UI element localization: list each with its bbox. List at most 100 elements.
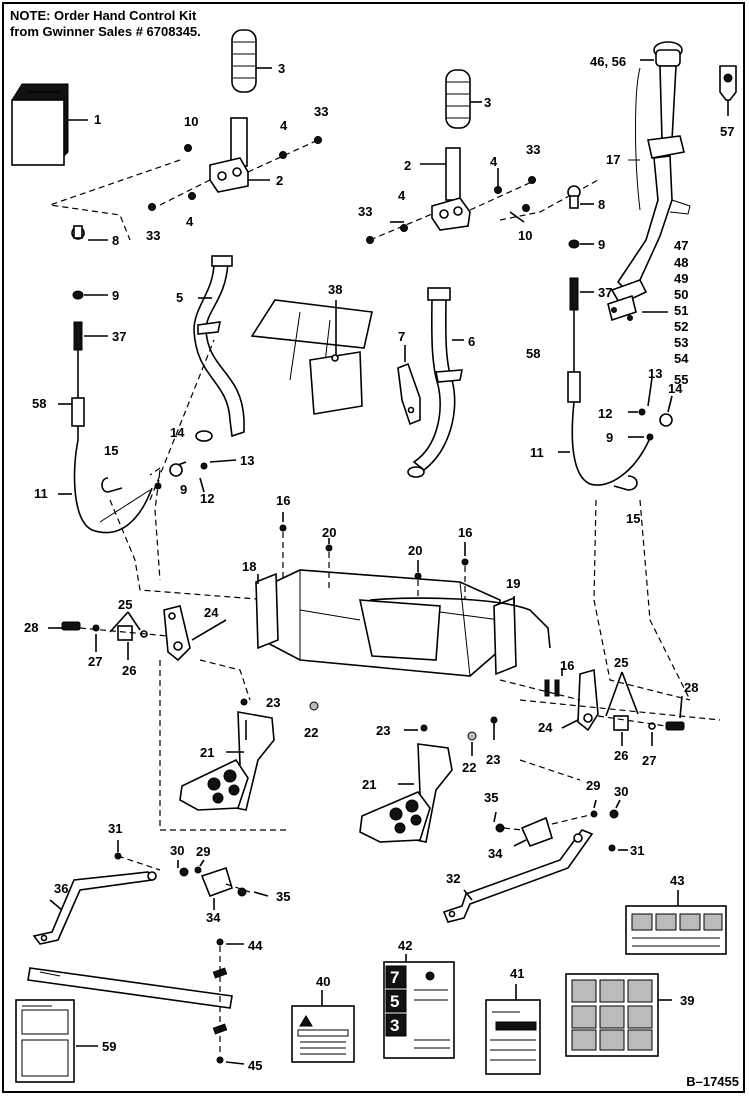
callout: 3	[484, 95, 491, 110]
callout: 13	[648, 366, 662, 381]
bracket-plate	[250, 299, 373, 415]
callout: 44	[248, 938, 263, 953]
callout: 34	[488, 846, 503, 861]
decal-digit-5: 5	[390, 992, 399, 1011]
callout: 43	[670, 873, 684, 888]
right-lower-arm	[442, 799, 628, 923]
callout: 10	[184, 114, 198, 129]
callout: 53	[674, 335, 688, 350]
callout: 33	[358, 204, 372, 219]
callout: 37	[112, 329, 126, 344]
callout: 33	[526, 142, 540, 157]
note-line-1: NOTE: Order Hand Control Kit	[10, 8, 197, 23]
callout: 31	[630, 843, 644, 858]
callout: 35	[276, 889, 290, 904]
callout: 37	[598, 285, 612, 300]
manual-book	[11, 83, 88, 166]
callout: 9	[598, 237, 605, 252]
callout: 9	[180, 482, 187, 497]
right-pedal	[359, 716, 498, 843]
callout: 8	[598, 197, 605, 212]
note-line-2: from Gwinner Sales # 6708345.	[10, 24, 201, 39]
left-pedal	[179, 698, 319, 811]
callout: 58	[526, 346, 540, 361]
callout: 50	[674, 287, 688, 302]
callout: 33	[146, 228, 160, 243]
callout: 16	[276, 493, 290, 508]
callout: 30	[170, 843, 184, 858]
callout: 24	[538, 720, 553, 735]
right-hand-control	[366, 69, 691, 701]
callout: 30	[614, 784, 628, 799]
callout: 29	[586, 778, 600, 793]
decal-41	[485, 984, 541, 1075]
callout: 11	[530, 445, 544, 460]
callout: 47	[674, 238, 688, 253]
callout: 4	[490, 154, 498, 169]
callout: 40	[316, 974, 330, 989]
callout: 25	[118, 597, 132, 612]
callout: 15	[626, 511, 640, 526]
callout: 57	[720, 124, 734, 139]
callout: 7	[398, 329, 405, 344]
decal-39	[565, 973, 672, 1057]
callout: 12	[200, 491, 214, 506]
left-hand-control	[49, 29, 322, 601]
callout: 22	[462, 760, 476, 775]
hand-control-kit	[607, 41, 737, 322]
callout: 33	[314, 104, 328, 119]
decal-43	[625, 890, 727, 955]
callout: 26	[122, 663, 136, 678]
decal-digit-3: 3	[390, 1016, 399, 1035]
callout: 58	[32, 396, 46, 411]
callout: 14	[170, 425, 185, 440]
callout: 39	[680, 993, 694, 1008]
callout: 54	[674, 351, 689, 366]
callout: 28	[24, 620, 38, 635]
callout: 23	[376, 723, 390, 738]
callout: 24	[204, 605, 219, 620]
callout-labels: 1 3 10 4 33 2 33 4 8 9 37 5 58 15 14 13 …	[24, 54, 734, 1073]
callout: 13	[240, 453, 254, 468]
callout: 23	[266, 695, 280, 710]
callout: 42	[398, 938, 412, 953]
callout: 59	[102, 1039, 116, 1054]
document-number: B–17455	[686, 1074, 739, 1089]
callout: 1	[94, 112, 101, 127]
callout: 31	[108, 821, 122, 836]
decal-59	[15, 999, 98, 1083]
right-linkage	[499, 668, 721, 781]
callout: 17	[606, 152, 620, 167]
callout: 27	[642, 753, 656, 768]
callout: 23	[486, 752, 500, 767]
callout: 4	[398, 188, 406, 203]
callout: 14	[668, 381, 683, 396]
callout: 51	[674, 303, 688, 318]
callout: 55	[674, 372, 688, 387]
callout: 4	[280, 118, 288, 133]
callout: 15	[104, 443, 118, 458]
callout: 38	[328, 282, 342, 297]
callout: 25	[614, 655, 628, 670]
callout: 8	[112, 233, 119, 248]
callout: 5	[176, 290, 183, 305]
callout: 22	[304, 725, 318, 740]
callout: 48	[674, 255, 688, 270]
callout: 26	[614, 748, 628, 763]
callout: 27	[88, 654, 102, 669]
callout: 29	[196, 844, 210, 859]
callout: 46, 56	[590, 54, 626, 69]
callout: 21	[362, 777, 376, 792]
bar-strap	[27, 938, 245, 1065]
callout: 36	[54, 881, 68, 896]
left-linkage	[48, 605, 290, 831]
callout: 2	[276, 173, 283, 188]
callout: 16	[560, 658, 574, 673]
callout: 10	[518, 228, 532, 243]
callout: 4	[186, 214, 194, 229]
callout: 35	[484, 790, 498, 805]
callout: 3	[278, 61, 285, 76]
callout: 9	[112, 288, 119, 303]
